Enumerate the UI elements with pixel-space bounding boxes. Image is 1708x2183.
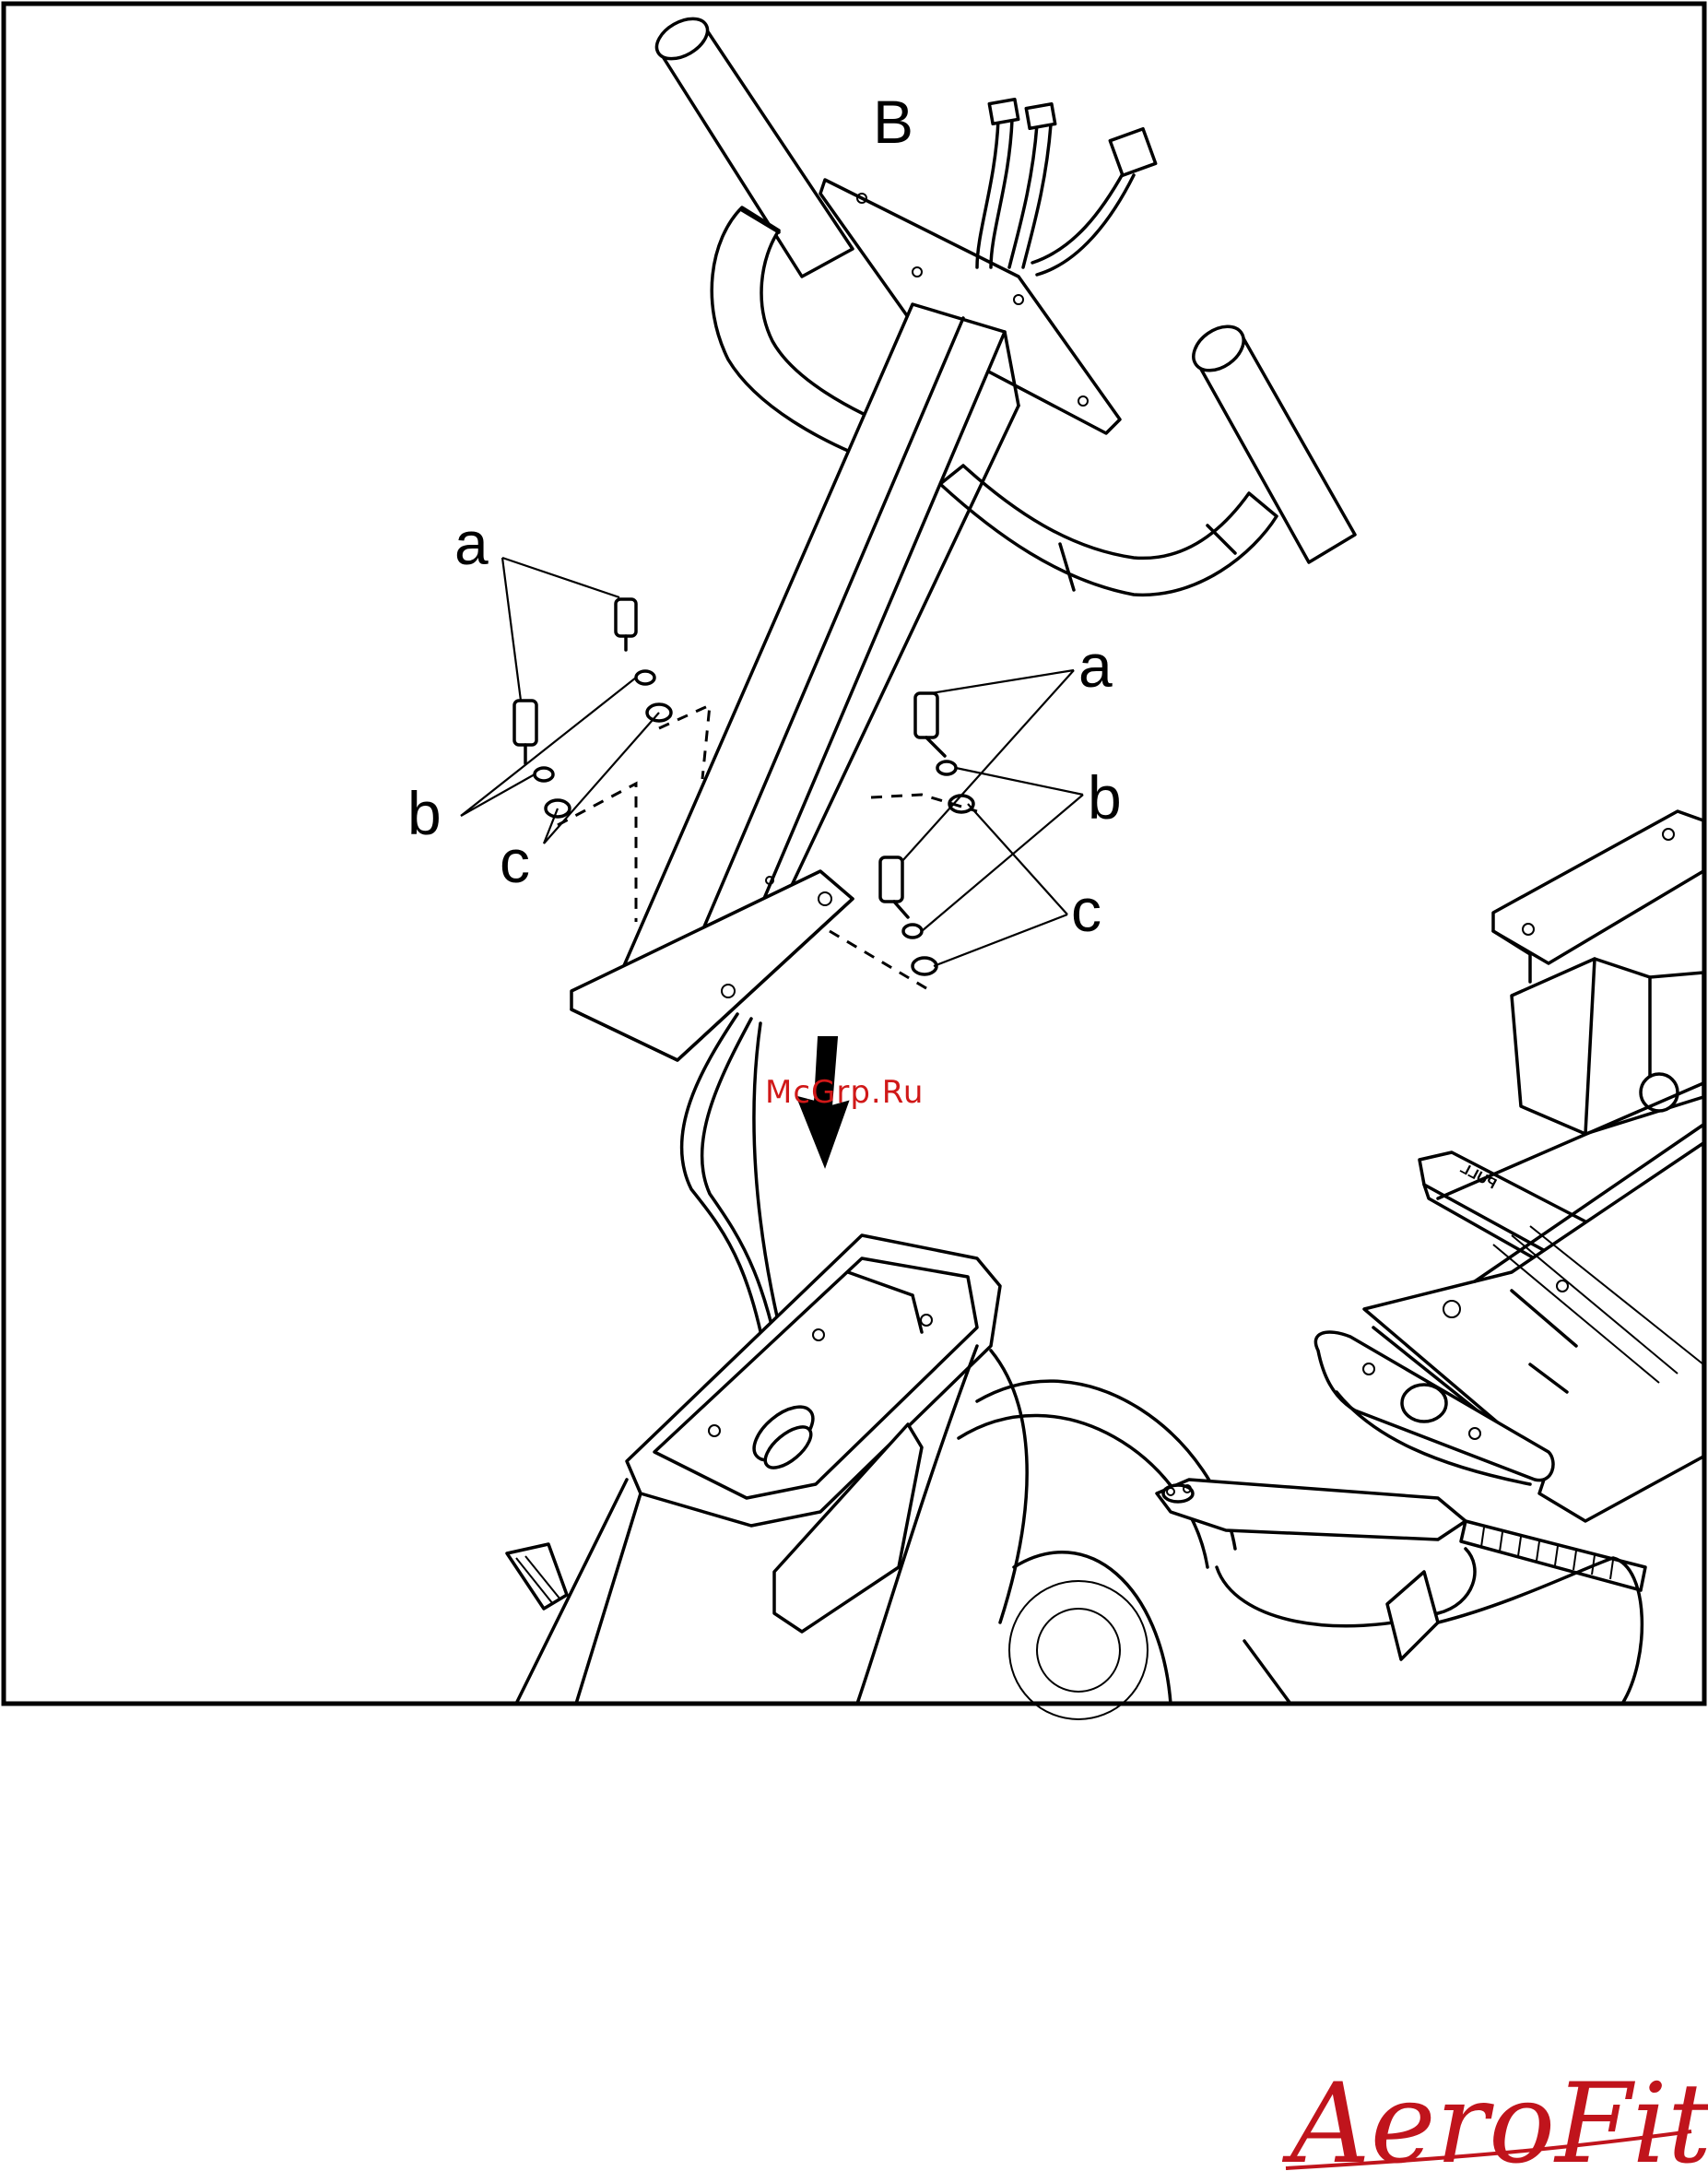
label-a-left: a <box>454 509 489 577</box>
label-a-right: a <box>1078 631 1113 700</box>
label-b-left: b <box>407 779 442 847</box>
watermark: McGrp.Ru <box>765 1074 924 1111</box>
label-connector-b: B <box>873 88 913 156</box>
handlebar <box>571 10 1355 1060</box>
aerofit-logo: AeroFit <box>1281 2060 1708 2183</box>
fasteners-right <box>830 693 977 991</box>
label-c-left: c <box>500 827 530 895</box>
label-c-right: c <box>1071 876 1101 944</box>
label-b-right: b <box>1088 763 1122 832</box>
seat-rail: PULL <box>1315 811 1703 1521</box>
